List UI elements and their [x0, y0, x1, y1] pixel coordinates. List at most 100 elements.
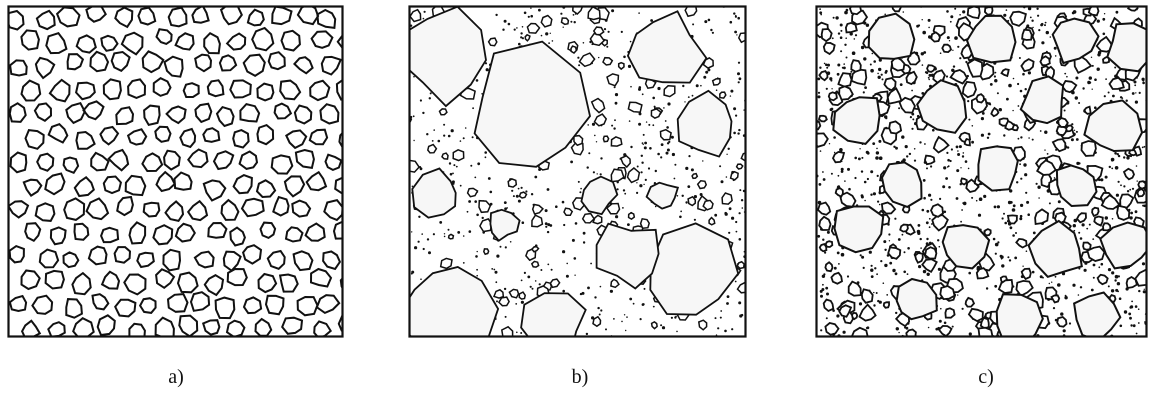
fine-particle: [962, 201, 967, 206]
fine-particle: [1073, 229, 1076, 232]
fine-particle: [840, 252, 845, 257]
fine-particle: [570, 20, 573, 23]
fine-particle: [836, 72, 840, 76]
fine-particle: [628, 120, 631, 122]
fine-particle: [530, 14, 533, 18]
fine-particle: [821, 274, 826, 278]
medium-stone: [990, 106, 1000, 118]
fine-particle: [1075, 76, 1079, 80]
fine-particle: [1044, 24, 1046, 27]
fine-particle: [565, 274, 569, 278]
aggregate-grain: [9, 151, 28, 174]
fine-particle: [1078, 102, 1081, 104]
fine-particle: [1083, 268, 1087, 272]
small-stone: [590, 97, 606, 114]
fine-particle: [687, 185, 691, 189]
medium-stone: [824, 322, 840, 336]
fine-particle: [740, 199, 744, 202]
fine-particle: [1136, 180, 1138, 182]
fine-particle: [938, 319, 942, 323]
fine-particle: [730, 89, 734, 93]
fine-particle: [919, 237, 922, 241]
fine-particle: [862, 266, 865, 269]
aggregate-grain: [173, 171, 193, 191]
fine-particle: [877, 299, 880, 303]
fine-particle: [928, 193, 932, 197]
aggregate-grain: [214, 296, 236, 320]
medium-stone: [1093, 215, 1104, 227]
aggregate-grain: [9, 200, 30, 219]
fine-particle: [1029, 16, 1032, 19]
large-stone: [645, 181, 680, 210]
fine-particle: [1114, 274, 1119, 279]
fine-particle: [1102, 17, 1106, 21]
fine-particle: [512, 195, 515, 198]
medium-stone: [975, 267, 990, 280]
fine-particle: [907, 247, 910, 250]
fine-particle: [735, 14, 737, 17]
fine-particle: [687, 96, 690, 98]
fine-particle: [1141, 262, 1146, 266]
fine-particle: [520, 186, 523, 189]
fine-particle: [530, 7, 532, 9]
panel-a-drawing: [7, 5, 344, 338]
aggregate-grain: [142, 201, 161, 218]
fine-particle: [426, 238, 430, 241]
fine-particle: [495, 281, 498, 284]
fine-particle: [1040, 23, 1043, 27]
fine-particle: [714, 317, 717, 320]
large-stone: [1027, 219, 1083, 278]
fine-particle: [1134, 84, 1137, 87]
aggregate-grain: [324, 153, 342, 172]
aggregate-grain: [322, 250, 342, 271]
fine-particle: [968, 332, 972, 336]
fine-particle: [1044, 130, 1048, 134]
fine-particle: [1088, 223, 1091, 226]
fine-particle: [926, 209, 930, 213]
fine-particle: [1066, 75, 1068, 78]
fine-particle: [729, 95, 732, 97]
fine-particle: [940, 307, 942, 310]
fine-particle: [734, 280, 737, 283]
fine-particle: [643, 146, 647, 150]
fine-particle: [727, 147, 730, 150]
fine-particle: [880, 260, 883, 263]
fine-particle: [899, 83, 903, 86]
fine-particle: [1057, 200, 1061, 204]
large-stone: [867, 12, 916, 60]
fine-particle: [1060, 312, 1064, 316]
fine-particle: [566, 262, 568, 265]
fine-particle: [499, 245, 502, 248]
small-stone: [617, 61, 625, 71]
fine-particle: [715, 89, 718, 91]
fine-particle: [1036, 7, 1039, 10]
fine-particle: [930, 165, 933, 168]
medium-stone: [818, 243, 828, 253]
fine-particle: [738, 238, 742, 241]
fine-particle: [878, 203, 881, 206]
fine-particle: [1014, 256, 1018, 260]
fine-particle: [824, 251, 827, 254]
fine-particle: [652, 305, 655, 308]
aggregate-grain: [309, 267, 333, 288]
aggregate-grain: [283, 175, 306, 198]
fine-particle: [629, 40, 632, 43]
fine-particle: [1103, 95, 1106, 98]
aggregate-grain: [163, 149, 181, 171]
fine-particle: [476, 213, 479, 217]
medium-stone: [824, 261, 834, 273]
fine-particle: [685, 166, 689, 170]
fine-particle: [882, 282, 885, 285]
fine-particle: [961, 307, 964, 310]
fine-particle: [930, 198, 933, 201]
fine-particle: [740, 313, 744, 317]
fine-particle: [1038, 197, 1040, 199]
fine-particle: [728, 207, 732, 211]
medium-stone: [818, 215, 832, 231]
aggregate-grain: [114, 7, 134, 29]
medium-stone: [979, 316, 990, 330]
fine-particle: [1091, 64, 1094, 67]
fine-particle: [1131, 92, 1135, 95]
medium-stone: [838, 304, 853, 318]
aggregate-grain: [279, 79, 302, 101]
